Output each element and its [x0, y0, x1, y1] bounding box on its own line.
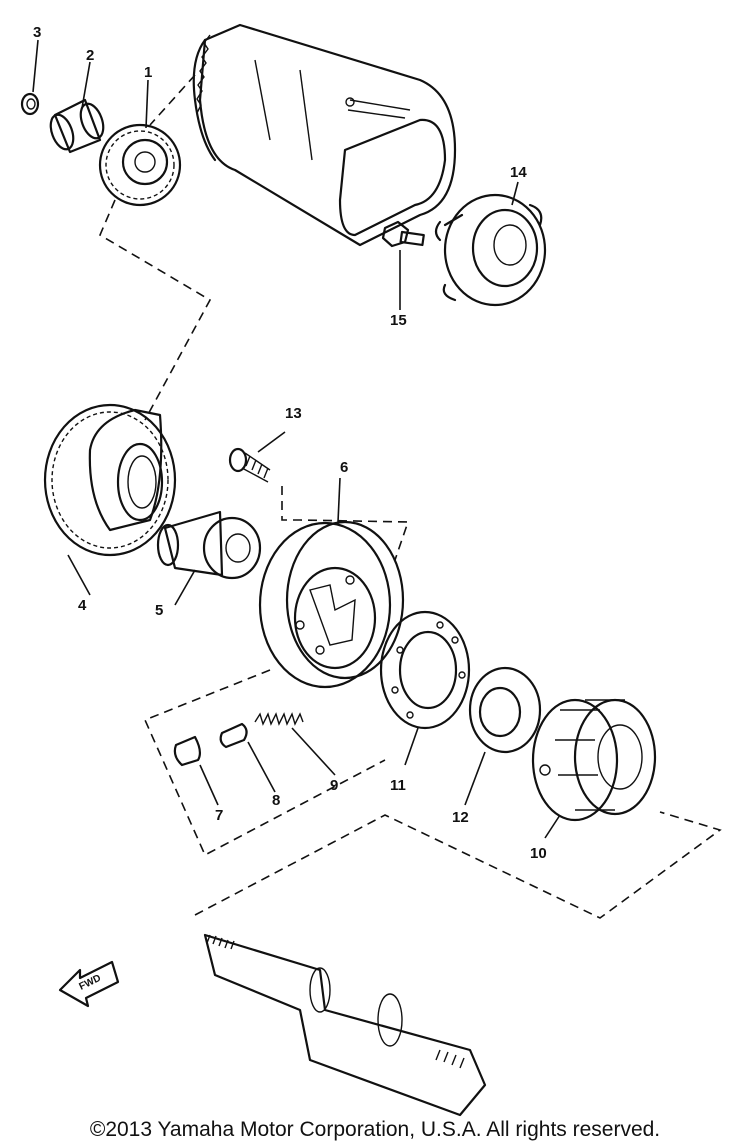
collar-2 — [49, 98, 105, 154]
gear-4 — [43, 403, 177, 557]
fwd-direction-arrow: FWD — [58, 960, 120, 1008]
label-part-11: 11 — [390, 777, 406, 794]
copyright-notice: ©2013 Yamaha Motor Corporation, U.S.A. A… — [89, 1118, 661, 1141]
label-part-4: 4 — [78, 597, 87, 614]
label-part-7: 7 — [215, 807, 223, 824]
label-part-10: 10 — [530, 845, 547, 862]
gear-1 — [98, 123, 182, 207]
part-number-labels: 3 2 1 14 15 13 6 4 5 7 8 9 11 12 10 — [33, 24, 547, 862]
bolt-15 — [381, 220, 425, 248]
washer-12 — [468, 666, 542, 754]
leader-lines — [32, 39, 561, 839]
assembly-dash-lines — [98, 74, 722, 919]
label-part-3: 3 — [33, 24, 41, 41]
wheel-gear-10 — [531, 698, 657, 822]
label-part-9: 9 — [330, 777, 338, 794]
starter-motor — [192, 23, 457, 247]
roller-7 — [173, 735, 202, 767]
circlip-3 — [20, 92, 40, 116]
sleeve-5 — [156, 510, 262, 580]
label-part-8: 8 — [272, 792, 280, 809]
fwd-label: FWD — [77, 973, 102, 993]
label-part-6: 6 — [340, 459, 348, 476]
label-part-14: 14 — [510, 164, 527, 181]
label-part-5: 5 — [155, 602, 163, 619]
label-part-13: 13 — [285, 405, 302, 422]
bolt-13 — [228, 447, 271, 483]
end-cover — [434, 193, 547, 307]
label-part-15: 15 — [390, 312, 407, 329]
pin-8 — [219, 722, 248, 749]
spring-9 — [254, 712, 304, 726]
clutch-housing-6 — [258, 520, 405, 689]
label-part-12: 12 — [452, 809, 469, 826]
plate-11 — [379, 610, 471, 730]
label-part-2: 2 — [86, 47, 94, 64]
label-part-1: 1 — [144, 64, 152, 81]
crankshaft — [203, 933, 487, 1117]
